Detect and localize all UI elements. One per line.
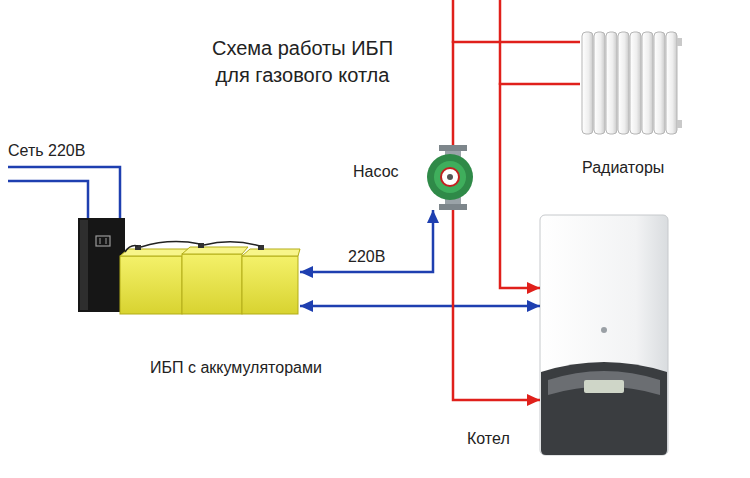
radiator-plug	[677, 38, 682, 46]
ups-logo	[100, 238, 101, 244]
boiler-panel	[548, 371, 660, 395]
battery-top	[182, 247, 248, 254]
pump-node: Насос	[425, 145, 475, 210]
pump-cap	[441, 168, 459, 186]
radiator-section	[582, 32, 593, 134]
pipe-line	[453, 42, 580, 145]
battery-cable	[125, 242, 260, 252]
boiler-display	[584, 380, 624, 393]
arrow-head	[527, 282, 540, 294]
boiler-icon	[540, 215, 668, 455]
arrow-head	[527, 394, 540, 406]
ups-logo	[106, 238, 107, 244]
edge-label: 220В	[345, 247, 388, 267]
ups-body	[78, 218, 125, 312]
pump-motor	[434, 161, 466, 193]
connector-line	[453, 42, 580, 145]
radiator-section	[594, 32, 605, 134]
ups-unit	[78, 218, 125, 312]
diagram-title: Схема работы ИБП для газового котла	[195, 35, 410, 89]
node-label: ИБП с аккумуляторами	[150, 358, 322, 378]
boiler-node: Котел	[540, 215, 668, 455]
pipe-riser	[452, 0, 455, 43]
arrow-head	[527, 300, 540, 312]
power-arrow	[300, 300, 540, 312]
pump-icon	[427, 145, 473, 210]
arrow-head	[300, 300, 313, 312]
battery	[182, 254, 242, 314]
node-label: Котел	[467, 429, 510, 449]
pump-cap	[447, 174, 453, 180]
radiator-section	[630, 32, 641, 134]
pipe-arrow	[500, 84, 580, 294]
battery-top	[242, 249, 300, 256]
mains-label: Сеть 220В	[8, 141, 85, 161]
pump-flange	[439, 145, 467, 151]
ups-logo	[96, 236, 110, 246]
pipe-arrow	[453, 210, 540, 406]
node-label: Радиаторы	[582, 158, 664, 178]
radiator-section	[618, 32, 629, 134]
connector-line	[300, 305, 540, 308]
node-label: Насос	[353, 162, 399, 182]
battery-top	[120, 249, 188, 256]
power-arrow	[300, 210, 439, 278]
radiator-section	[606, 32, 617, 134]
radiator-section	[654, 32, 665, 134]
ups-edge	[80, 220, 88, 310]
connector-line	[300, 210, 433, 272]
radiator-section	[642, 32, 653, 134]
boiler-panel	[541, 362, 667, 455]
connector-line	[453, 210, 540, 400]
pump-motor	[427, 154, 473, 200]
mains-wire	[8, 181, 88, 218]
arrow-head	[427, 210, 439, 223]
battery-bank	[120, 242, 300, 314]
radiator-plug	[677, 120, 682, 128]
boiler-body	[540, 215, 668, 455]
radiator-node: Радиаторы	[580, 28, 682, 136]
battery	[242, 256, 298, 314]
boiler-knob	[601, 327, 607, 333]
pump-flange	[439, 204, 467, 210]
mains-wire	[8, 167, 120, 218]
connector-line	[500, 84, 580, 288]
battery	[120, 256, 182, 314]
ups-node: ИБП с аккумуляторами	[78, 218, 300, 318]
radiator-icon	[582, 32, 682, 134]
radiator-section	[666, 32, 677, 134]
arrow-head	[300, 266, 313, 278]
